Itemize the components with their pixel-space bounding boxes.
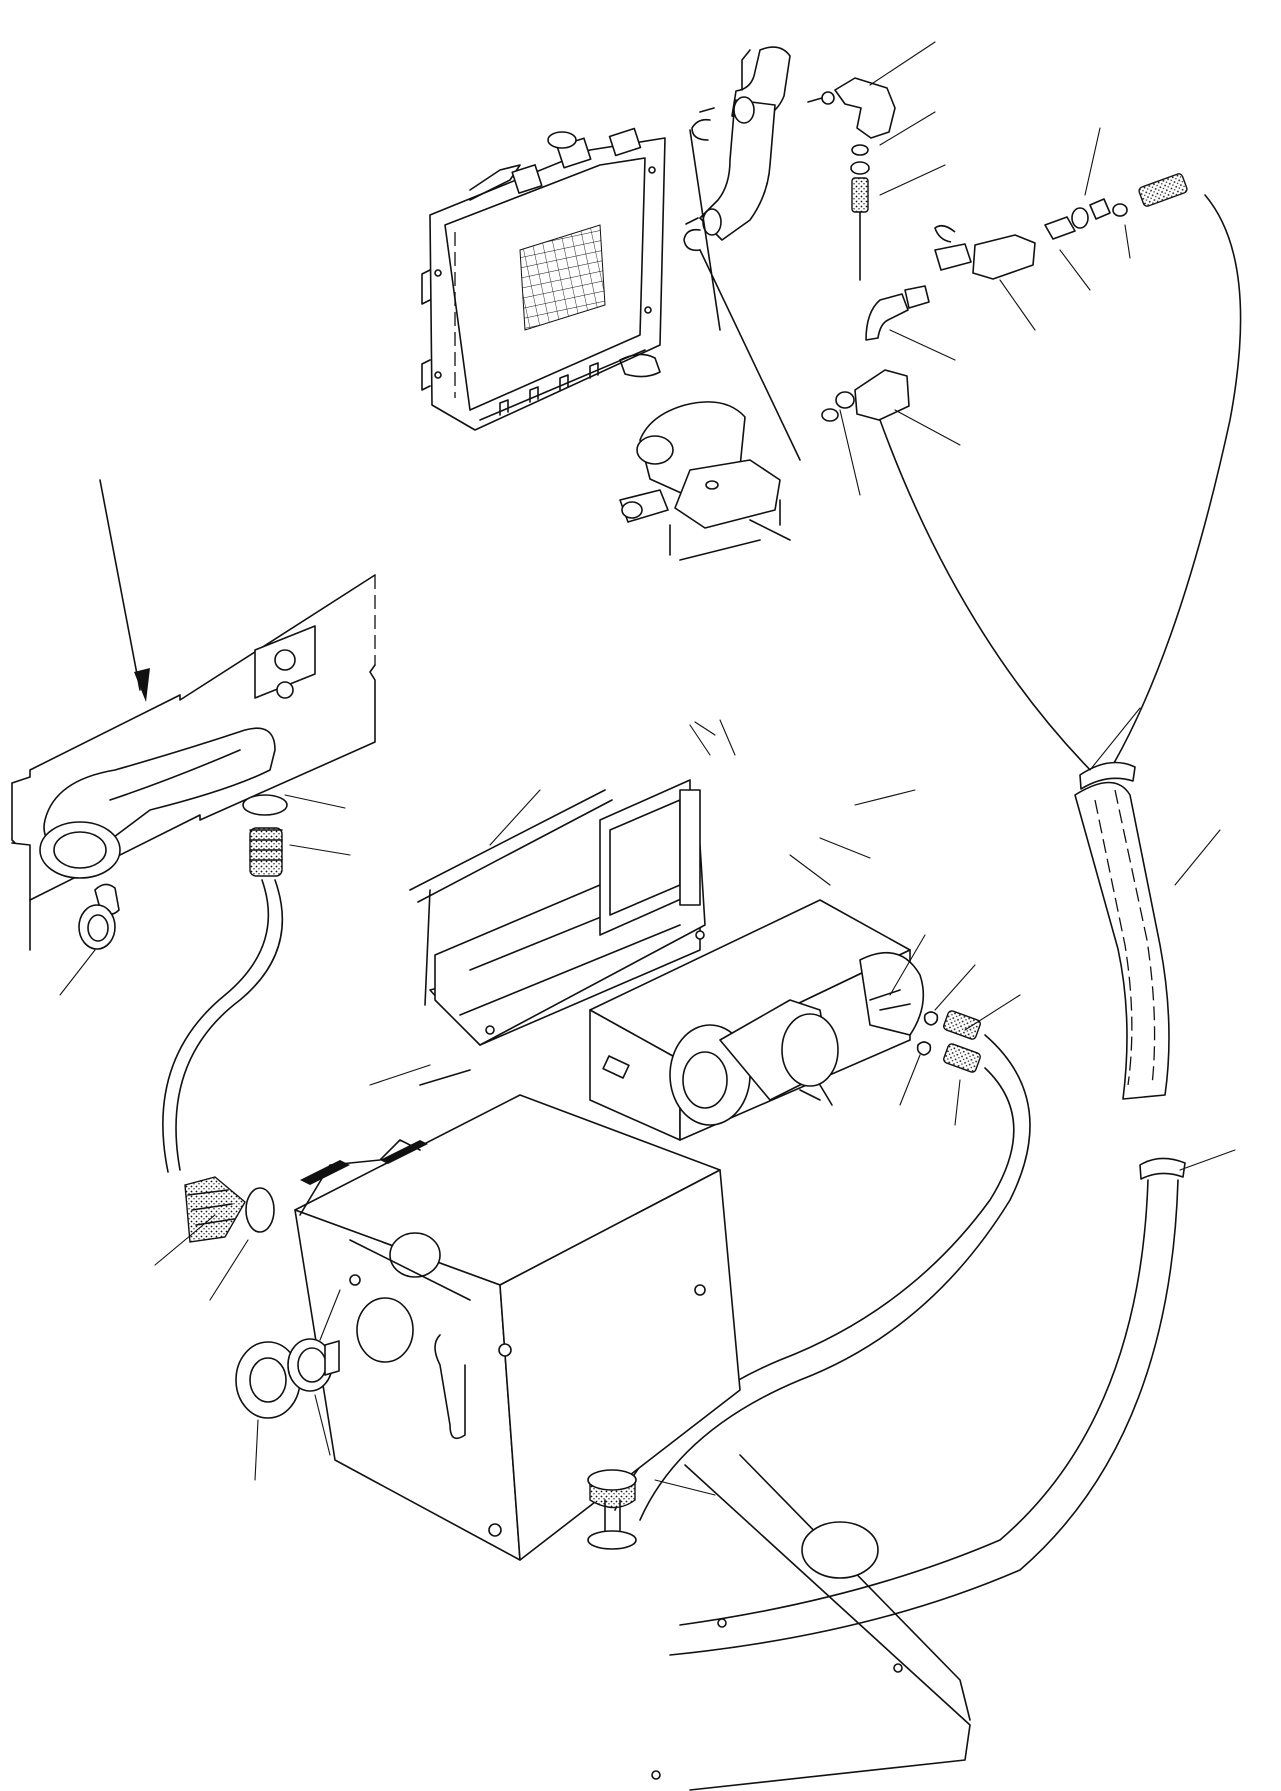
heater-hose-right: [669, 194, 1242, 1656]
defroster-duct-panel: [11, 479, 376, 951]
heater-valve-assembly: [807, 77, 1188, 422]
heater-case: [294, 1094, 741, 1561]
defroster-hose-left: [162, 879, 284, 1243]
engine-water-outlet: [619, 401, 791, 561]
blower-hose-fittings: [614, 1010, 1031, 1521]
vent-nozzles: [235, 1338, 340, 1419]
blower-motor-unit: [589, 899, 925, 1141]
callout-leader-lines: [59, 41, 1236, 1496]
upper-radiator-hoses: [683, 46, 801, 461]
floor-plate: [587, 1454, 971, 1791]
radiator: [421, 127, 666, 431]
filter-frame: [409, 779, 706, 1086]
